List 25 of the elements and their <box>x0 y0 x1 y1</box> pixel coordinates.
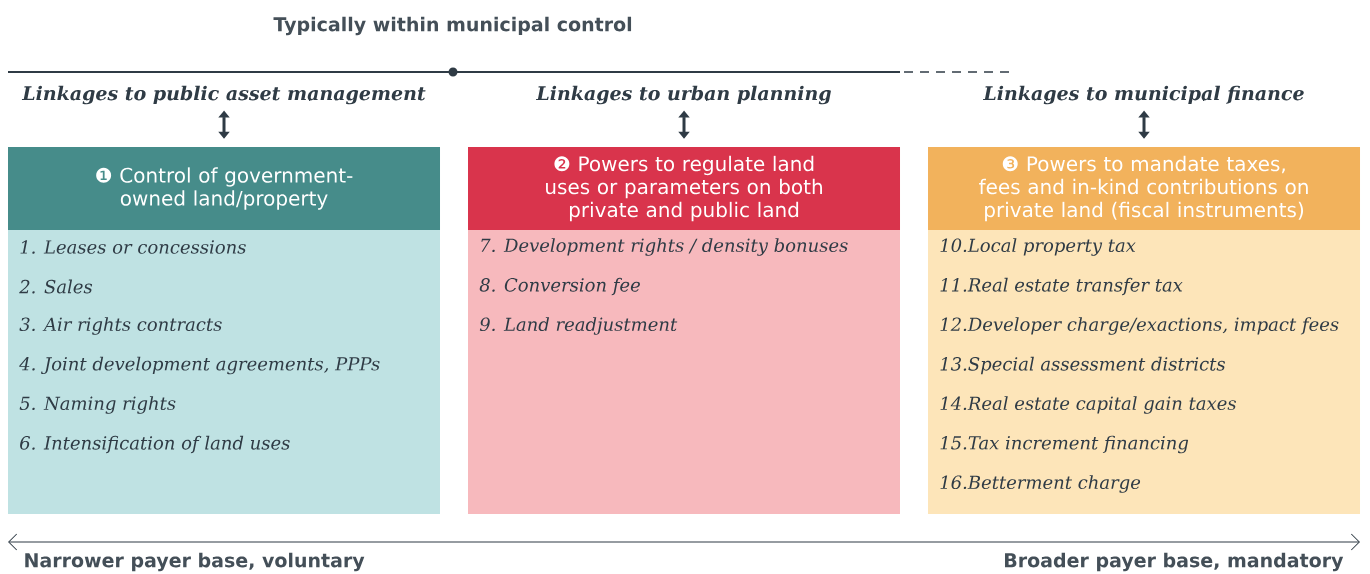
linkage-heading: Linkages to public asset management <box>21 85 426 105</box>
list-item: 4. Joint development agreements, PPPs <box>19 356 380 375</box>
list-item: 11.Real estate transfer tax <box>940 277 1183 296</box>
scale-label: Broader payer base, mandatory <box>1005 552 1344 572</box>
list-item: 8. Conversion fee <box>479 277 640 296</box>
list-item: 14.Real estate capital gain taxes <box>940 396 1236 414</box>
list-item: 2. Sales <box>19 279 93 294</box>
list-item: 3. Air rights contracts <box>19 317 222 335</box>
list-item: 15.Tax increment financing <box>940 435 1189 454</box>
scale-label: Narrower payer base, voluntary <box>25 552 365 572</box>
list-item: 16.Betterment charge <box>940 475 1141 493</box>
list-item: 7. Development rights / density bonuses <box>481 238 848 256</box>
list-item: 1. Leases or concessions <box>20 240 246 254</box>
category-header-box: ❶ Control of government-owned land/property <box>8 147 440 230</box>
category-header-box: ❷ Powers to regulate land uses or parameters on both private and public land <box>468 147 900 230</box>
linkage-heading: Linkages to municipal finance <box>983 85 1304 105</box>
linkage-heading: Linkages to urban planning <box>535 85 831 105</box>
list-item: 13.Special assessment districts <box>940 356 1225 375</box>
list-item: 5. Naming rights <box>19 396 176 414</box>
list-item: 12.Developer charge/exactions, impact fees <box>940 317 1339 335</box>
category-header-box: ❸ Powers to mandate taxes, fees and in-kind contributions on private land (fiscal instruments) <box>928 147 1360 230</box>
list-item: 6. Intensification of land uses <box>20 435 290 454</box>
scale-label: Typically within municipal control <box>273 16 632 36</box>
list-item: 9. Land readjustment <box>479 317 678 335</box>
list-item: 10.Local property tax <box>940 238 1136 256</box>
